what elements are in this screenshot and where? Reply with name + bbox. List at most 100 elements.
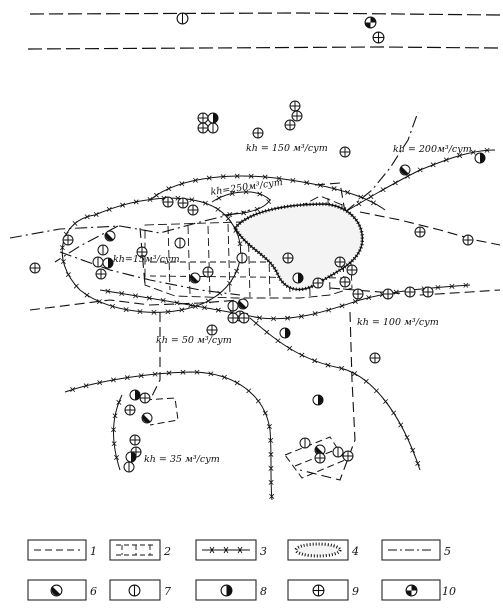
isoline-cross: [275, 338, 281, 344]
isoline-cross: [268, 437, 274, 443]
isoline-cross: [366, 295, 372, 301]
isoline-cross: [217, 290, 223, 296]
well-symbol: [236, 252, 248, 264]
isoline-cross: [435, 284, 441, 290]
isoline-cross: [146, 295, 152, 301]
well-symbols: [29, 100, 486, 473]
well-symbol: [332, 446, 344, 458]
isoline-cross: [84, 292, 90, 298]
well-symbol: [207, 122, 219, 134]
isoline-cross: [111, 427, 117, 433]
isoline-cross: [243, 189, 249, 195]
well-symbol: [162, 196, 174, 208]
isoline-cross: [206, 175, 212, 181]
isoline-cross: [262, 174, 268, 180]
isoline-cross: [266, 423, 272, 429]
well-symbol: [129, 389, 141, 401]
legend-item-8: 8: [195, 579, 267, 601]
isoline-cross: [234, 380, 240, 386]
isoline-cross: [73, 283, 79, 289]
iso-label-250: kh=250м³/сут: [210, 177, 284, 198]
isoline-cross: [216, 195, 222, 201]
isoline-cross: [192, 177, 198, 183]
well-symbol: [422, 286, 434, 298]
isoline-cross: [398, 422, 404, 428]
well-symbol: [291, 110, 303, 122]
isoline-cross: [179, 307, 185, 313]
well-symbol: [102, 257, 114, 269]
isoline-cross: [116, 399, 122, 405]
well-symbol: [342, 450, 354, 462]
isoline-cross: [392, 180, 398, 186]
isoline-cross: [404, 434, 410, 440]
isoline-cross: [65, 272, 71, 278]
isoline-cross: [331, 186, 337, 192]
well-symbol: [237, 298, 249, 310]
legend-num-3: 3: [260, 545, 267, 558]
isoline-cross: [133, 199, 139, 205]
isoline-cross: [358, 194, 364, 200]
legend-num-1: 1: [90, 545, 97, 558]
top-wells: [176, 12, 385, 44]
isoline-cross: [383, 398, 389, 404]
iso-label-50: kh = 50 м³/сут: [156, 335, 232, 346]
well-symbol: [334, 256, 346, 268]
isoline-cross: [188, 302, 194, 308]
isoline-cross: [123, 307, 129, 313]
legend-num-5: 5: [444, 545, 451, 558]
isoline-cross: [84, 214, 90, 220]
legend-item-7: 7: [109, 579, 171, 601]
isoline-cross: [299, 352, 305, 358]
isoline-cross: [221, 374, 227, 380]
isoline-cross: [484, 147, 490, 153]
well-symbol: [104, 230, 116, 242]
legend-item-4: 4: [287, 539, 359, 561]
isoline-cross: [443, 157, 449, 163]
well-symbol: [314, 452, 326, 464]
dashed-lines: [29, 182, 501, 481]
well-symbol: [97, 244, 109, 256]
iso-label-100: kh = 100 м³/сут: [357, 317, 439, 328]
well-symbol: [312, 277, 324, 289]
legend-num-2: 2: [163, 545, 171, 558]
isoline-cross: [234, 268, 240, 274]
isoline-cross: [257, 315, 263, 321]
isoline-cross: [380, 187, 386, 193]
dash-dot-lines: [9, 111, 419, 296]
well-symbol: [404, 286, 416, 298]
isoline-cross: [470, 149, 476, 155]
isoline-cross: [147, 197, 153, 203]
isoline-cross: [97, 380, 103, 386]
well-symbol: [474, 152, 486, 164]
isoline-cross: [106, 206, 112, 212]
isoline-cross: [312, 358, 318, 364]
isoline-cross: [152, 371, 158, 377]
isoline-cross: [215, 206, 221, 212]
legend-item-2: 2: [109, 539, 171, 561]
isoline-cross: [153, 192, 159, 198]
isoline-cross: [202, 200, 208, 206]
well-symbol: [284, 119, 296, 131]
isoline-cross: [326, 307, 332, 313]
dotted-outline-zone: [232, 202, 365, 292]
well-symbol: [282, 252, 294, 264]
well-symbol: [123, 461, 135, 473]
isoline-cross: [276, 175, 282, 181]
isoline-cross: [410, 447, 416, 453]
isoline-cross: [352, 371, 358, 377]
isoline-cross: [137, 309, 143, 315]
isoline-cross: [234, 173, 240, 179]
iso-label-35: kh = 35 м³/сут: [144, 454, 220, 465]
iso-label-200: kh = 200м³/сут: [393, 144, 472, 155]
isoline-cross: [391, 410, 397, 416]
bottom-dashed-shapes: [144, 397, 346, 479]
isoline-cross: [269, 493, 275, 499]
well-symbol: [29, 262, 41, 274]
well-symbol: [207, 112, 219, 124]
isoline-cross: [120, 202, 126, 208]
well-symbol: [462, 234, 474, 246]
isoline-cross: [449, 283, 455, 289]
isoline-cross: [119, 291, 125, 297]
well-symbol: [289, 100, 301, 112]
isoline-cross: [457, 153, 463, 159]
